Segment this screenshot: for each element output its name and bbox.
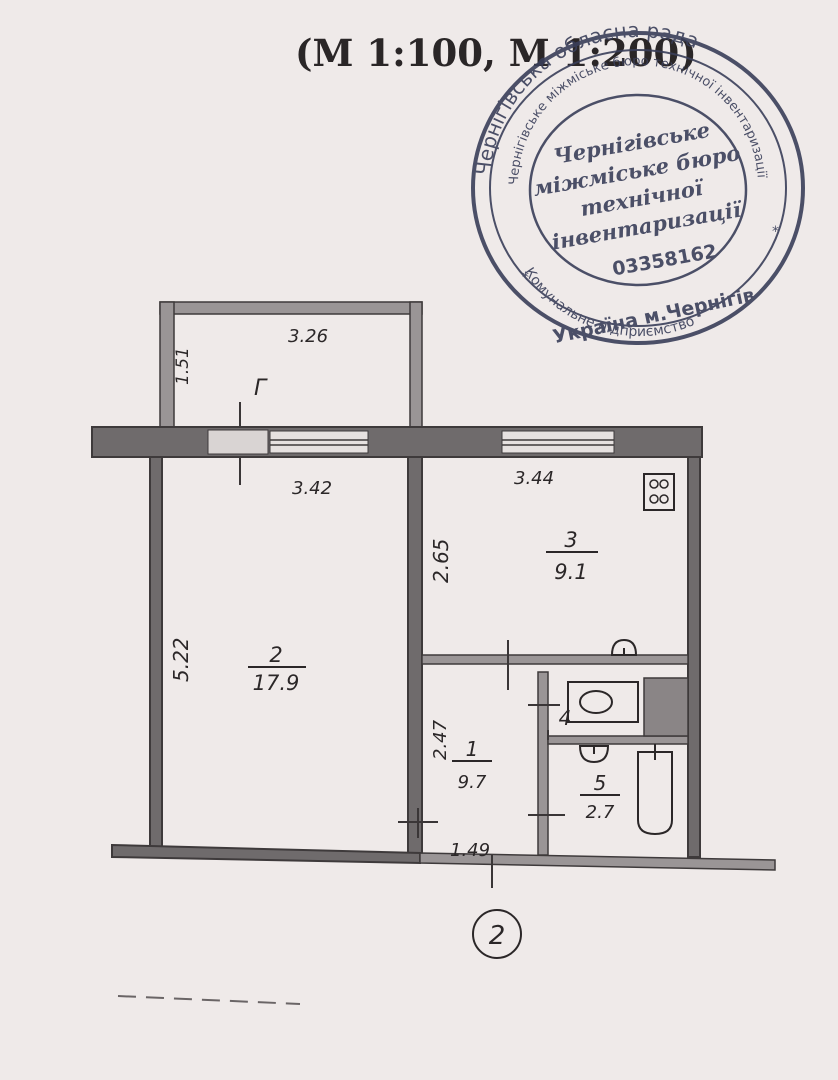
toilet-icon — [567, 677, 689, 737]
dim-room2-width: 3.42 — [292, 478, 332, 499]
room-4-label: 4 — [559, 706, 572, 730]
wall-right — [687, 456, 701, 858]
svg-text:17.9: 17.9 — [253, 671, 300, 695]
svg-text:3: 3 — [564, 528, 577, 552]
pencil-line — [117, 995, 301, 1005]
dim-room3-width: 3.44 — [514, 468, 554, 489]
stamp-star-left: * — [522, 270, 529, 286]
official-stamp: Чернігівська обласна рада Чернігівське м… — [471, 18, 805, 348]
svg-text:4: 4 — [559, 706, 572, 730]
stove-icon — [643, 473, 675, 511]
balcony: 3.26 1.51 Г — [159, 301, 423, 485]
wall-middle — [407, 456, 423, 856]
scale-title: (М 1:100, М 1:200) — [295, 31, 697, 75]
bathtub-icon — [637, 744, 673, 836]
svg-text:2.7: 2.7 — [586, 802, 615, 823]
dim-hall-length: 2.47 — [430, 719, 451, 760]
svg-text:2: 2 — [269, 643, 282, 667]
svg-text:9.1: 9.1 — [554, 560, 587, 584]
stamp-code: 03358162 — [611, 240, 719, 280]
bathroom-partitions — [398, 640, 689, 888]
room-2-label: 2 17.9 — [248, 643, 306, 695]
exterior-wall-bottom — [111, 843, 776, 871]
dim-room2-length: 5.22 — [169, 637, 193, 682]
room-3-label: 3 9.1 — [546, 528, 598, 584]
dim-hall-width: 1.49 — [450, 840, 490, 861]
svg-text:1: 1 — [466, 737, 479, 761]
svg-text:9.7: 9.7 — [458, 772, 487, 793]
dim-balcony-depth: 1.51 — [173, 347, 193, 385]
stamp-star-right: * — [772, 224, 779, 240]
svg-text:5: 5 — [594, 771, 607, 795]
wall-left — [149, 456, 163, 851]
floor-marker: 2 — [472, 909, 522, 959]
room-1-label: 1 9.7 — [452, 737, 492, 793]
room-5-label: 5 2.7 — [580, 771, 620, 823]
washbasin-icon — [578, 745, 610, 764]
balcony-label: Г — [254, 376, 268, 401]
dim-balcony-width: 3.26 — [288, 326, 328, 347]
kitchen-sink-icon — [610, 638, 638, 656]
dim-room3-depth: 2.65 — [429, 538, 453, 583]
svg-text:2: 2 — [489, 921, 506, 951]
exterior-wall-top — [91, 426, 703, 458]
